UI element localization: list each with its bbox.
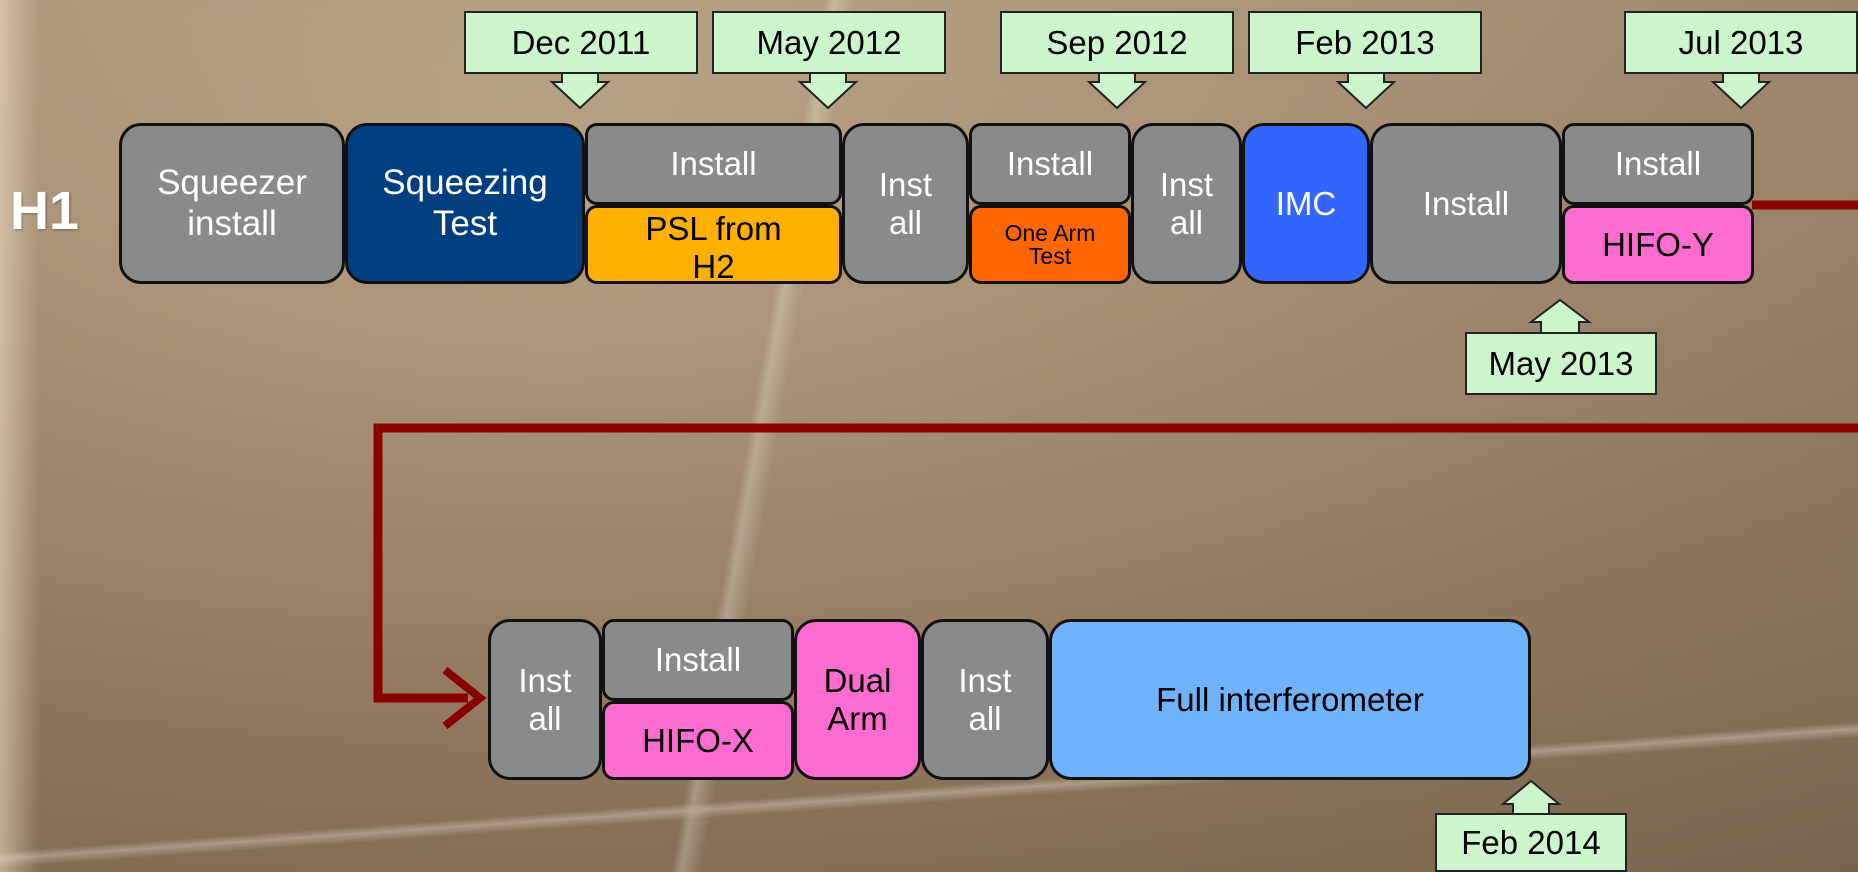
psl-from-h2-label: PSL from H2 xyxy=(645,210,782,284)
install-label-1: Install xyxy=(670,145,757,183)
install-box-1: Install xyxy=(585,123,842,205)
inst-all-box-1: Inst all xyxy=(842,123,969,284)
milestone-dec-2011: Dec 2011 xyxy=(464,11,698,74)
may-2013-pointer xyxy=(1528,298,1592,332)
timeline-connector-line xyxy=(373,200,1858,703)
connector-arrowhead xyxy=(442,666,487,730)
hifo-y-label: HIFO-Y xyxy=(1602,225,1714,263)
hifo-x-label: HIFO-X xyxy=(642,721,754,759)
squeezer-install-label: Squeezer install xyxy=(157,163,307,243)
psl-from-h2-box: PSL from H2 xyxy=(585,205,842,284)
sep-2012-pointer xyxy=(1086,73,1148,110)
install-label-4: Install xyxy=(1614,145,1702,183)
imc-box: IMC xyxy=(1242,123,1370,284)
milestone-feb-2013: Feb 2013 xyxy=(1248,11,1482,74)
milestone-jul-2013: Jul 2013 xyxy=(1624,11,1858,74)
inst-all-box-3: Inst all xyxy=(488,619,602,780)
install-box-2: Install xyxy=(969,123,1131,205)
feb-2014-pointer xyxy=(1500,779,1562,814)
feb-2013-pointer xyxy=(1335,73,1397,110)
install-box-4: Install xyxy=(1562,123,1754,205)
squeezer-install-box: Squeezer install xyxy=(119,123,345,284)
inst-all-box-2: Inst all xyxy=(1131,123,1242,284)
dual-arm-label: Dual Arm xyxy=(823,661,892,737)
inst-all-box-4: Inst all xyxy=(921,619,1049,780)
dual-arm-box: Dual Arm xyxy=(794,619,921,780)
dec-2011-pointer xyxy=(549,73,611,110)
install-label-2: Install xyxy=(1006,145,1094,183)
inst-all-label-4: Inst all xyxy=(958,661,1012,737)
milestone-may-2012: May 2012 xyxy=(712,11,946,74)
install-label-5: Install xyxy=(654,641,742,679)
squeezing-test-box: Squeezing Test xyxy=(345,123,585,284)
inst-all-label-2: Inst all xyxy=(1159,165,1214,241)
squeezing-test-label: Squeezing Test xyxy=(382,163,548,243)
one-arm-test-label: One Arm Test xyxy=(1004,219,1096,269)
one-arm-test-box: One Arm Test xyxy=(969,205,1131,284)
milestone-may-2013: May 2013 xyxy=(1465,332,1657,395)
install-box-5: Install xyxy=(602,619,794,701)
install-box-3: Install xyxy=(1370,123,1562,284)
detector-label-h1: H1 xyxy=(10,181,80,241)
full-interferometer-box: Full interferometer xyxy=(1049,619,1531,780)
jul-2013-pointer xyxy=(1710,73,1772,110)
inst-all-label-1: Inst all xyxy=(878,165,933,241)
milestone-feb-2014: Feb 2014 xyxy=(1435,813,1627,872)
hifo-x-box: HIFO-X xyxy=(602,701,794,780)
full-interferometer-label: Full interferometer xyxy=(1156,680,1424,718)
imc-label: IMC xyxy=(1275,184,1337,222)
hifo-y-box: HIFO-Y xyxy=(1562,205,1754,284)
inst-all-label-3: Inst all xyxy=(518,661,572,737)
may-2012-pointer xyxy=(797,73,859,110)
milestone-sep-2012: Sep 2012 xyxy=(1000,11,1234,74)
install-label-3: Install xyxy=(1422,184,1510,222)
